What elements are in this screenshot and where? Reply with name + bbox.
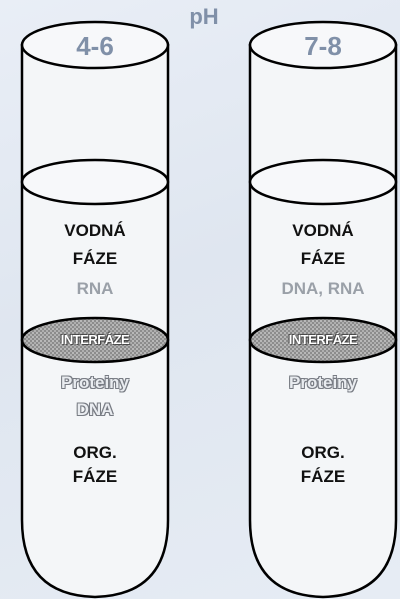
tube-right-rim [248, 20, 398, 70]
tube-left-organic-label-1: ORG. [73, 443, 117, 462]
tube-left-aqueous-label-1: VODNÁ [64, 221, 126, 240]
tube-right-organic-label-1: ORG. [301, 443, 345, 462]
tube-left [20, 20, 170, 599]
tube-right-aqueous-label-1: VODNÁ [292, 221, 354, 240]
tube-right-aqueous-content: DNA, RNA [281, 279, 365, 298]
tube-left-organic-label-2: FÁZE [72, 467, 118, 486]
tube-left-interphase-layer [20, 316, 170, 364]
tube-right-organic-label-2: FÁZE [300, 467, 346, 486]
tube-right-aqueous-surface [248, 158, 398, 206]
tube-right-interphase-content-1: Proteiny [288, 373, 358, 392]
tube-right-interphase-layer [248, 316, 398, 364]
tube-right-interphase-label: INTERFÁZE [288, 332, 358, 347]
tube-left-aqueous-surface [20, 158, 170, 206]
tube-left-ph-label: 4-6 [76, 31, 114, 61]
tube-right-ph-label: 7-8 [304, 31, 342, 61]
tube-left-aqueous-content: RNA [76, 279, 114, 298]
ph-title: pH [189, 4, 219, 29]
tube-left-rim [20, 20, 170, 70]
tube-left-interphase-label: INTERFÁZE [60, 332, 130, 347]
tube-left-interphase-content-2: DNA [76, 400, 114, 419]
tube-right-aqueous-label-2: FÁZE [300, 249, 346, 268]
tube-left-aqueous-label-2: FÁZE [72, 249, 118, 268]
tube-right [248, 20, 398, 599]
tube-left-interphase-content-1: Proteiny [60, 373, 130, 392]
